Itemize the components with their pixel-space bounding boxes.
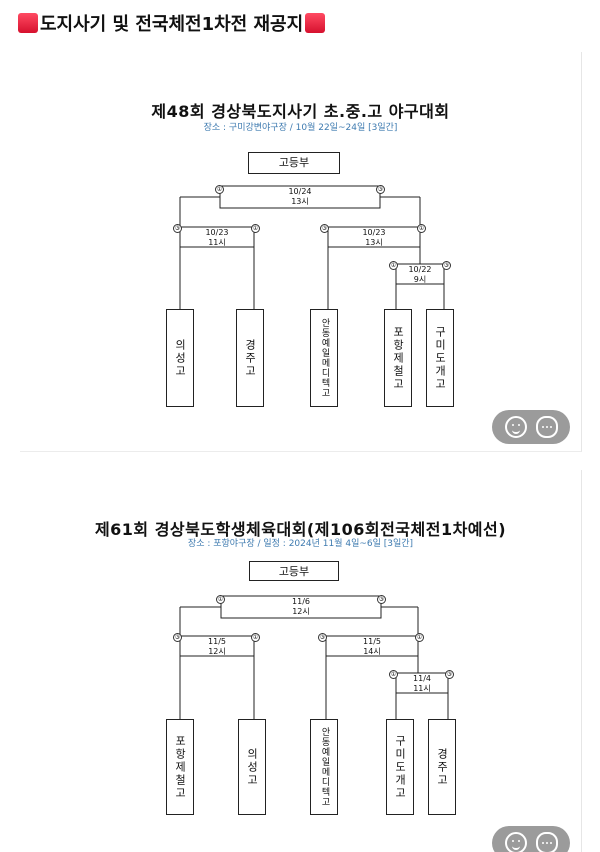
division-label: 고등부 [249, 561, 339, 581]
team-box: 구미도개고 [426, 309, 454, 407]
post-heading-text: 도지사기 및 전국체전1차전 재공지 [40, 14, 304, 35]
chat-bubble-icon[interactable] [535, 416, 558, 438]
seed-marker: ③ [442, 261, 451, 270]
team-box: 경주고 [428, 719, 456, 815]
seed-marker: ① [251, 224, 260, 233]
seed-marker: ① [389, 261, 398, 270]
seed-marker: ① [216, 595, 225, 604]
poster-title: 제61회 경상북도학생체육대회(제106회전국체전1차예선) [94, 520, 507, 539]
post-heading: 도지사기 및 전국체전1차전 재공지 [18, 10, 326, 36]
team-box: 의성고 [238, 719, 266, 815]
poster-title: 제48회 경상북도지사기 초.중.고 야구대회 [151, 102, 450, 121]
chat-bubble-icon[interactable] [535, 832, 558, 852]
seed-marker: ① [417, 224, 426, 233]
seed-marker: ① [415, 633, 424, 642]
seed-marker: ③ [376, 185, 385, 194]
poster-subtitle: 장소 : 구미강변야구장 / 10월 22일~24일 [3일간] [203, 123, 398, 133]
team-box: 안동예일메디텍고 [310, 309, 338, 407]
team-box: 구미도개고 [386, 719, 414, 815]
reaction-toolbar[interactable] [492, 826, 570, 852]
bracket-poster-1[interactable]: 제48회 경상북도지사기 초.중.고 야구대회 장소 : 구미강변야구장 / 1… [20, 52, 582, 452]
team-box: 의성고 [166, 309, 194, 407]
bracket-lines [179, 595, 449, 720]
seed-marker: ③ [173, 633, 182, 642]
red-square-icon [305, 13, 326, 33]
bracket-poster-2[interactable]: 제61회 경상북도학생체육대회(제106회전국체전1차예선) 장소 : 포항야구… [20, 470, 582, 852]
poster-subtitle: 장소 : 포항야구장 / 일정 : 2024년 11월 4일~6일 [3일간] [187, 539, 414, 549]
bracket-lines [179, 185, 445, 310]
seed-marker: ③ [320, 224, 329, 233]
division-label: 고등부 [248, 152, 340, 174]
team-box: 경주고 [236, 309, 264, 407]
seed-marker: ① [389, 670, 398, 679]
seed-marker: ③ [377, 595, 386, 604]
smile-icon[interactable] [504, 416, 527, 438]
seed-marker: ③ [318, 633, 327, 642]
team-box: 포항제철고 [166, 719, 194, 815]
red-square-icon [18, 13, 38, 33]
team-box: 안동예일메디텍고 [310, 719, 338, 815]
seed-marker: ① [251, 633, 260, 642]
reaction-toolbar[interactable] [492, 410, 570, 444]
team-box: 포항제철고 [384, 309, 412, 407]
seed-marker: ③ [173, 224, 182, 233]
smile-icon[interactable] [504, 832, 527, 852]
seed-marker: ③ [445, 670, 454, 679]
seed-marker: ① [215, 185, 224, 194]
